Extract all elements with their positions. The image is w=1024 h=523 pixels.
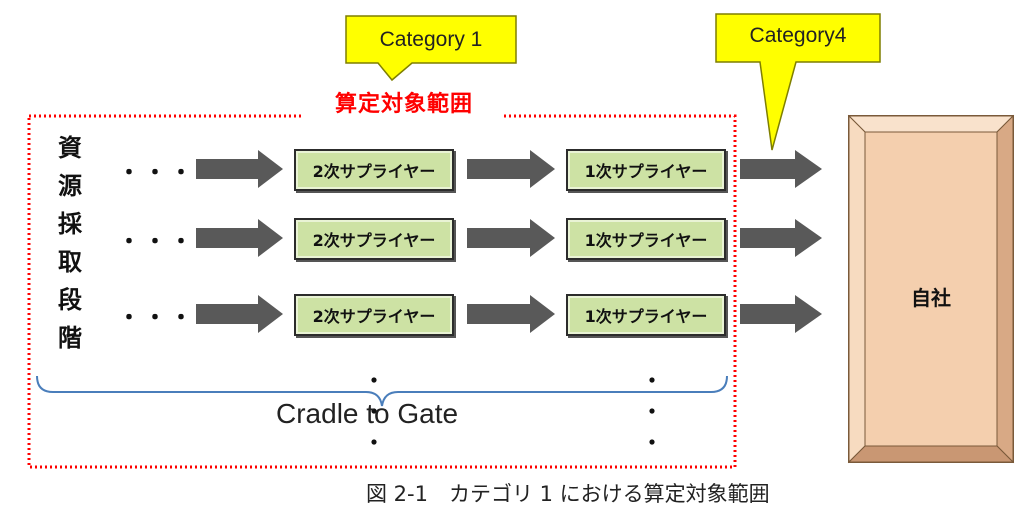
arrow-row1-c [740,150,822,188]
figure-caption: 図 2-1 カテゴリ 1 における算定対象範囲 [366,482,770,506]
company-block-shape [847,114,1015,464]
scope-title: 算定対象範囲 [304,86,504,118]
callout-category1-shape [345,15,517,82]
arrow-row2-b [467,219,555,257]
resource-extraction-label: 資 源 採 取 段 階 [55,128,85,356]
continuation-dots-right [649,377,655,445]
callout-category4: Category4 [749,24,847,47]
resource-label-char: 取 [58,248,82,276]
resource-label-char: 段 [58,286,82,314]
ellipsis-row3: ・・・ [118,306,197,331]
resource-label-char: 階 [58,324,82,352]
cradle-to-gate-label: Cradle to Gate [276,398,459,429]
arrow-row3-c [740,295,822,333]
arrow-row2-c [740,219,822,257]
tier1-supplier-row2: 1次サプライヤー [566,218,726,260]
ellipsis-row2: ・・・ [118,230,197,255]
tier2-supplier-row3: 2次サプライヤー [294,294,454,336]
tier1-supplier-row3: 1次サプライヤー [566,294,726,336]
resource-label-char: 採 [58,210,82,238]
scope-boundary [27,114,737,469]
tier2-supplier-row1: 2次サプライヤー [294,149,454,191]
arrow-row2-a [196,219,283,257]
arrow-row3-a [196,295,283,333]
resource-label-char: 資 [58,134,82,162]
arrow-row1-a [196,150,283,188]
tier2-supplier-row2: 2次サプライヤー [294,218,454,260]
cradle-bracket [36,375,728,407]
callout-category1: Category 1 [379,28,483,51]
company-label: 自社 [911,286,951,310]
arrow-row3-b [467,295,555,333]
arrow-row1-b [467,150,555,188]
tier1-supplier-row1: 1次サプライヤー [566,149,726,191]
continuation-dots-left [371,377,377,445]
resource-label-char: 源 [58,172,82,200]
ellipsis-row1: ・・・ [118,161,197,186]
callout-category4-shape [715,13,881,151]
